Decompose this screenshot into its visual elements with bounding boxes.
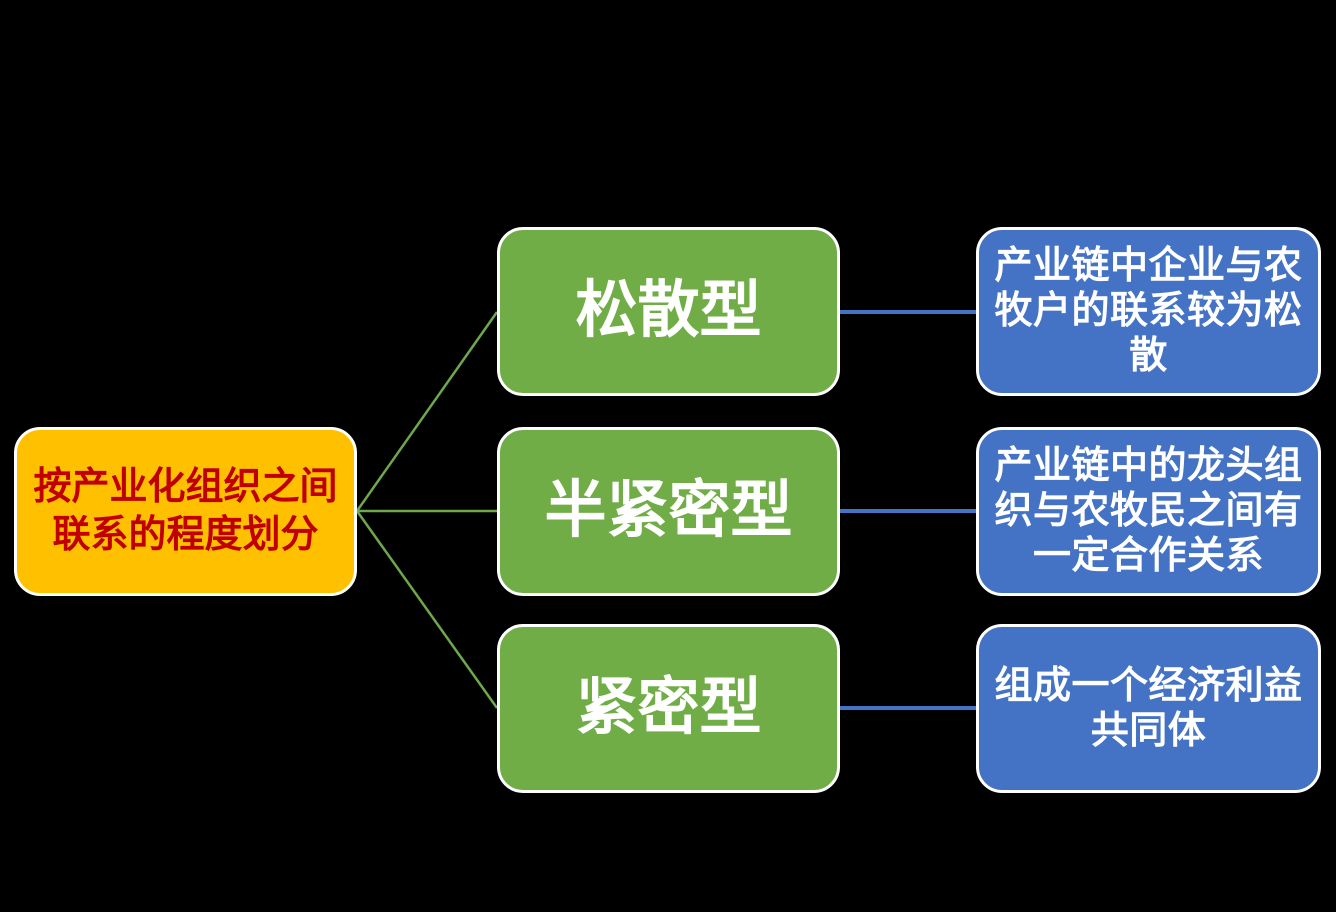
- desc-box-loose: 产业链中企业与农 牧户的联系较为松 散: [976, 227, 1321, 396]
- desc-tight-line-2: 共同体: [1090, 709, 1207, 752]
- desc-semitight-line-1: 产业链中的龙头组: [994, 445, 1303, 488]
- desc-box-semitight: 产业链中的龙头组 织与农牧民之间有 一定合作关系: [976, 427, 1321, 596]
- root-category-label-line-2: 联系的程度划分: [52, 513, 319, 556]
- desc-loose-line-1: 产业链中企业与农: [994, 245, 1303, 288]
- type-box-loose-label: 松散型: [575, 276, 762, 346]
- type-box-semitight-label: 半紧密型: [544, 476, 793, 546]
- desc-box-tight: 组成一个经济利益 共同体: [976, 624, 1321, 793]
- desc-semitight-line-3: 一定合作关系: [1032, 534, 1264, 577]
- root-category-label-line-1: 按产业化组织之间: [33, 465, 338, 508]
- desc-tight-line-1: 组成一个经济利益: [994, 664, 1303, 707]
- type-box-semitight: 半紧密型: [497, 427, 840, 596]
- type-box-tight: 紧密型: [497, 624, 840, 793]
- type-box-tight-label: 紧密型: [575, 673, 762, 743]
- desc-loose-line-3: 散: [1129, 334, 1168, 377]
- connector-root-to-tight: [355, 510, 499, 709]
- connector-root-to-loose: [355, 311, 499, 512]
- desc-semitight-line-2: 织与农牧民之间有: [994, 490, 1303, 533]
- root-category-box: 按产业化组织之间 联系的程度划分: [14, 427, 357, 596]
- type-box-loose: 松散型: [497, 227, 840, 396]
- desc-loose-line-2: 牧户的联系较为松: [994, 290, 1303, 333]
